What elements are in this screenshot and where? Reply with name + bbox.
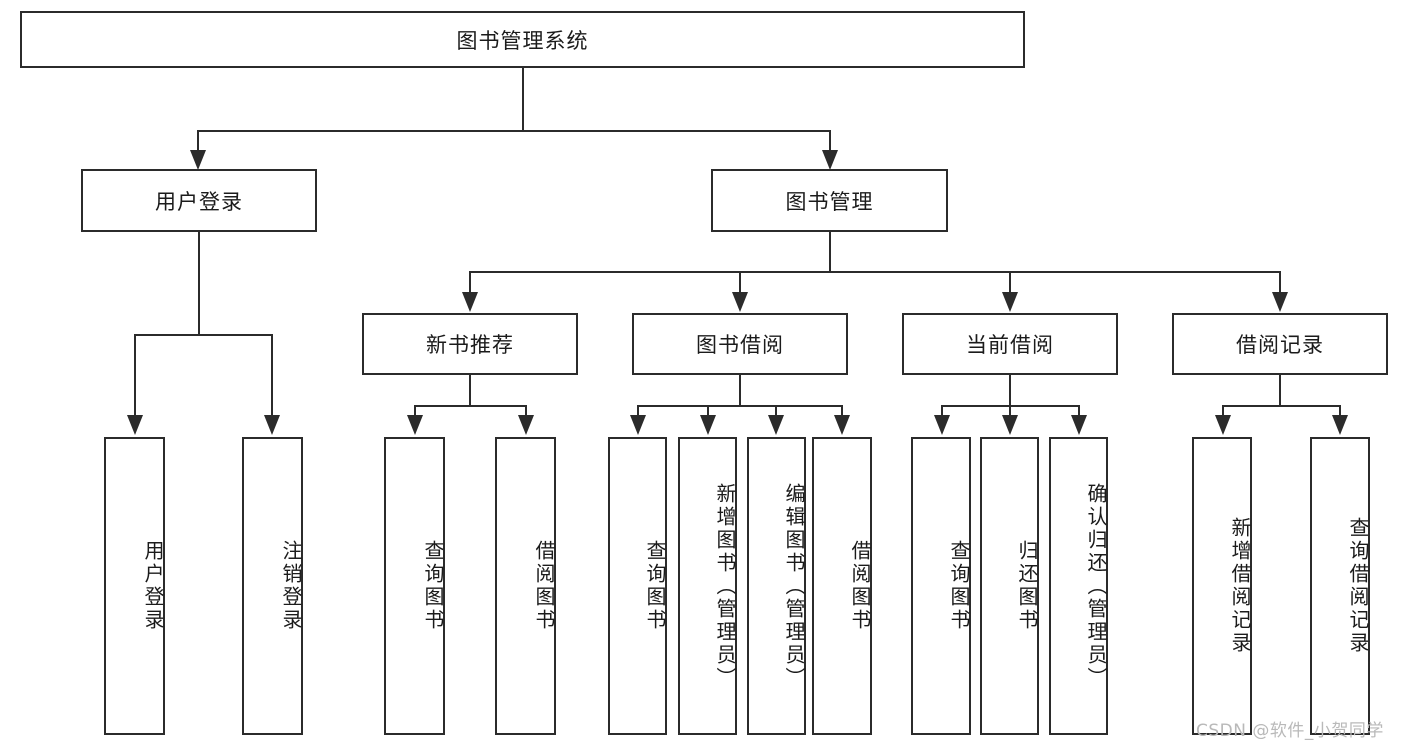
arrow-br-to-leaf2 [1332,415,1348,435]
arrow-bb-to-leaf2 [700,415,716,435]
leaf-logout-login[interactable]: 注销登录 [242,437,303,735]
leaf-user-login[interactable]: 用户登录 [104,437,165,735]
connector-bm-to-new-book [469,271,471,295]
connector-root-bus [197,130,831,132]
node-user-login[interactable]: 用户登录 [81,169,317,232]
leaf-query-borrow-record[interactable]: 查询借阅记录 [1310,437,1370,735]
connector-root-to-user-login [197,130,199,154]
connector-cb-to-leaf2 [1009,405,1011,419]
connector-user-login-to-leaf1 [134,334,136,418]
connector-bb-to-leaf2 [707,405,709,419]
node-label: 图书管理系统 [456,28,589,53]
leaf-query-book-recommend[interactable]: 查询图书 [384,437,445,735]
connector-book-borrow-bus [637,405,842,407]
arrow-user-login-to-leaf2 [264,415,280,435]
connector-new-book-to-leaf1 [414,405,416,419]
leaf-borrow-book-recommend[interactable]: 借阅图书 [495,437,556,735]
node-current-borrow[interactable]: 当前借阅 [902,313,1118,375]
connector-user-login-stem [198,232,200,336]
connector-bb-to-leaf1 [637,405,639,419]
arrow-cb-to-leaf1 [934,415,950,435]
arrow-bm-to-current-borrow [1002,292,1018,312]
connector-new-book-to-leaf2 [525,405,527,419]
node-label: 归还图书 [1015,540,1039,632]
leaf-edit-book[interactable]: 编辑图书（管理员） [747,437,806,735]
node-label: 图书借阅 [696,333,784,357]
connector-bm-to-current-borrow [1009,271,1011,295]
connector-borrow-record-bus [1222,405,1340,407]
arrow-bm-to-borrow-record [1272,292,1288,312]
node-label: 用户登录 [141,540,165,632]
connector-book-borrow-stem [739,375,741,407]
node-label: 查询图书 [947,540,971,632]
leaf-query-book-current[interactable]: 查询图书 [911,437,971,735]
connector-br-to-leaf1 [1222,405,1224,419]
leaf-confirm-return[interactable]: 确认归还（管理员） [1049,437,1108,735]
connector-root-stem [522,68,524,131]
node-label: 查询借阅记录 [1346,517,1370,655]
node-label: 编辑图书（管理员） [782,482,806,690]
arrow-bm-to-new-book [462,292,478,312]
node-label: 借阅图书 [848,540,872,632]
connector-bb-to-leaf3 [775,405,777,419]
node-label: 注销登录 [279,540,303,632]
arrow-bb-to-leaf1 [630,415,646,435]
node-book-management[interactable]: 图书管理 [711,169,948,232]
arrow-cb-to-leaf3 [1071,415,1087,435]
node-root-system[interactable]: 图书管理系统 [20,11,1025,68]
connector-user-login-bus [134,334,272,336]
arrow-new-book-to-leaf2 [518,415,534,435]
connector-bm-to-book-borrow [739,271,741,295]
leaf-add-borrow-record[interactable]: 新增借阅记录 [1192,437,1252,735]
node-label: 借阅图书 [532,540,556,632]
connector-user-login-to-leaf2 [271,334,273,418]
node-label: 图书管理 [785,189,874,214]
arrow-br-to-leaf1 [1215,415,1231,435]
connector-current-borrow-stem [1009,375,1011,407]
arrow-root-to-user-login [190,150,206,170]
connector-root-to-book-management [829,130,831,154]
connector-bb-to-leaf4 [841,405,843,419]
connector-cb-to-leaf1 [941,405,943,419]
node-book-borrow[interactable]: 图书借阅 [632,313,848,375]
node-label: 当前借阅 [966,333,1054,357]
watermark-text: CSDN @软件_小贺同学 [1196,721,1384,741]
connector-new-book-stem [469,375,471,407]
node-new-book-recommend[interactable]: 新书推荐 [362,313,578,375]
connector-book-management-stem [829,232,831,273]
leaf-borrow-book[interactable]: 借阅图书 [812,437,872,735]
node-label: 新书推荐 [426,333,514,357]
arrow-user-login-to-leaf1 [127,415,143,435]
leaf-add-book[interactable]: 新增图书（管理员） [678,437,737,735]
connector-cb-to-leaf3 [1078,405,1080,419]
connector-borrow-record-stem [1279,375,1281,407]
arrow-cb-to-leaf2 [1002,415,1018,435]
arrow-new-book-to-leaf1 [407,415,423,435]
connector-br-to-leaf2 [1339,405,1341,419]
node-label: 查询图书 [643,540,667,632]
node-label: 借阅记录 [1236,333,1324,357]
node-label: 用户登录 [155,189,243,214]
arrow-bb-to-leaf4 [834,415,850,435]
arrow-bb-to-leaf3 [768,415,784,435]
arrow-bm-to-book-borrow [732,292,748,312]
leaf-query-book-borrow[interactable]: 查询图书 [608,437,667,735]
node-label: 确认归还（管理员） [1084,482,1108,690]
leaf-return-book[interactable]: 归还图书 [980,437,1039,735]
node-borrow-record[interactable]: 借阅记录 [1172,313,1388,375]
node-label: 查询图书 [421,540,445,632]
connector-book-management-bus [469,271,1280,273]
connector-new-book-bus [414,405,526,407]
node-label: 新增图书（管理员） [713,482,737,690]
node-label: 新增借阅记录 [1228,517,1252,655]
arrow-root-to-book-management [822,150,838,170]
connector-bm-to-borrow-record [1279,271,1281,295]
